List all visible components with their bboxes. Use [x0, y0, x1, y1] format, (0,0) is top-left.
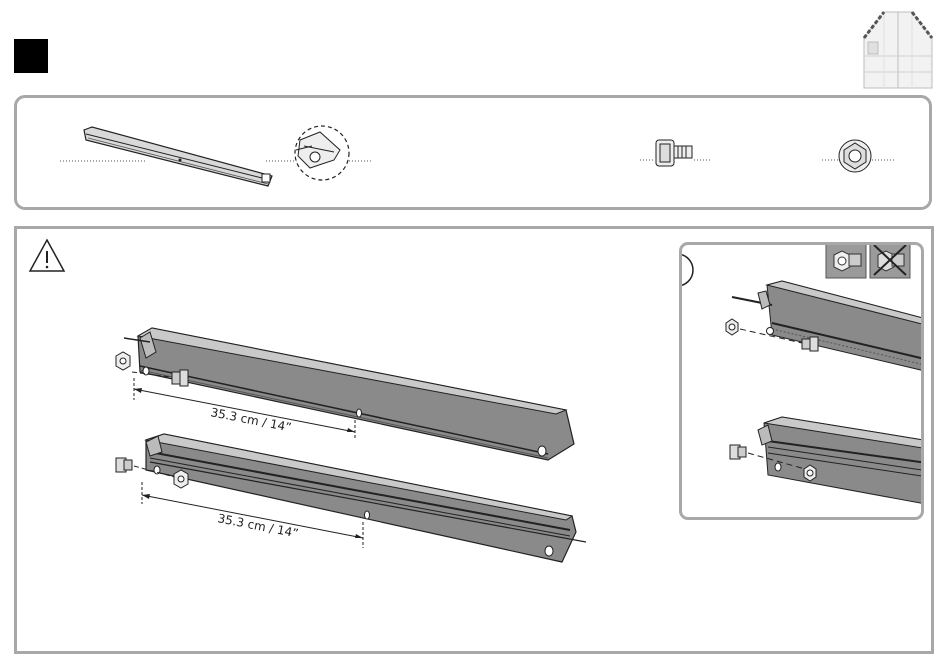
warning-triangle-icon — [30, 240, 64, 271]
flange-nut-icon — [822, 140, 894, 172]
bottom-dimension-label: 35.3 cm / 14” — [216, 511, 299, 540]
bottom-nut — [174, 470, 188, 488]
top-dimension-label: 35.3 cm / 14” — [209, 405, 292, 434]
top-nut — [116, 352, 130, 370]
part-long-bar — [60, 127, 272, 186]
part-profile-detail — [266, 126, 372, 180]
top-bolt — [172, 370, 188, 386]
bottom-bolt — [116, 458, 132, 472]
square-head-bolt-icon — [640, 140, 712, 166]
